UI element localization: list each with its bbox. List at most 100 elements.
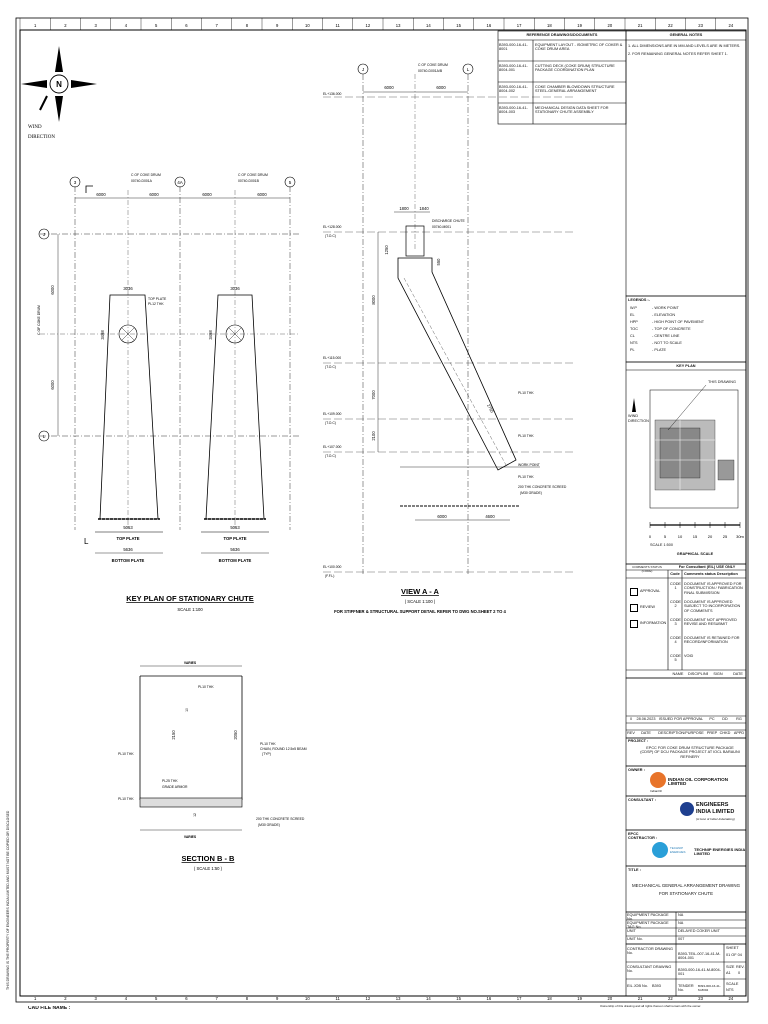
kp-dim-3036-l: 3036 bbox=[123, 286, 133, 291]
va-grid-l: L bbox=[467, 67, 470, 72]
kp-top-plate-r: TOP PLATE bbox=[223, 536, 246, 541]
info-row-value: 007 bbox=[678, 937, 685, 941]
va-el-2-sub: (T.O.C) bbox=[325, 234, 336, 238]
status-checkbox[interactable] bbox=[630, 604, 638, 612]
key-plan-direction: DIRECTION bbox=[628, 419, 649, 423]
kp-bottom-plate-l: BOTTOM PLATE bbox=[112, 558, 145, 563]
column-number-bottom: 20 bbox=[608, 996, 613, 1001]
kp-dim-1: 6000 bbox=[96, 192, 106, 197]
sb-chain3: (TYP) bbox=[262, 752, 271, 756]
status-code-desc: DOCUMENT NOT APPROVED REVISE AND RESUBMI… bbox=[684, 618, 737, 627]
sb-screed2: (M30 GRADE) bbox=[258, 823, 280, 827]
column-number-bottom: 10 bbox=[305, 996, 310, 1001]
column-number-bottom: 21 bbox=[638, 996, 643, 1001]
va-dim-v-3: 2100 bbox=[371, 431, 376, 441]
legend-desc: - CENTRE LINE bbox=[652, 334, 680, 338]
direction-label: DIRECTION bbox=[28, 135, 55, 140]
size-label: SIZE bbox=[726, 965, 735, 969]
sb-pl-note2: PL10 THK bbox=[118, 752, 134, 756]
va-el-6: EL+100.000 bbox=[323, 565, 341, 569]
scale-tick-label: 20 bbox=[708, 534, 713, 539]
owner-name: INDIAN OIL CORPORATION LIMITED bbox=[668, 778, 729, 787]
column-number-bottom: 12 bbox=[366, 996, 371, 1001]
va-dim-4600: 4600 bbox=[485, 514, 495, 519]
info-row-value: DELAYED COKER UNIT bbox=[678, 929, 720, 933]
va-dim-6000: 6000 bbox=[437, 514, 447, 519]
section-b-drawing: VARIES VARIES 2150 2050 10 12 PL10 THK P… bbox=[118, 661, 307, 871]
column-number-bottom: 13 bbox=[396, 996, 401, 1001]
status-option-label: APPROVAL bbox=[640, 589, 661, 593]
va-el-5-sub: (T.O.C) bbox=[325, 454, 336, 458]
column-number-top: 22 bbox=[668, 23, 673, 28]
legends-header: LEGENDS :- bbox=[628, 298, 650, 302]
va-el-5: EL+107.000 bbox=[323, 445, 341, 449]
key-plan-graphical: GRAPHICAL SCALE bbox=[676, 552, 714, 556]
column-number-top: 20 bbox=[608, 23, 613, 28]
kp-coke-drum-1: C OF COKE DRUM bbox=[131, 173, 161, 177]
kp-dim-4: 6000 bbox=[257, 192, 267, 197]
va-el-1: EL+136.000 bbox=[323, 92, 341, 96]
legend-desc: - PLATE bbox=[652, 348, 667, 352]
rev-cell: DD bbox=[722, 717, 728, 721]
info-row-label: EQUIPMENT PACKAGE TAG No. bbox=[627, 921, 669, 930]
status-checkbox[interactable] bbox=[630, 588, 638, 596]
key-plan-wind: WIND bbox=[628, 414, 639, 418]
scale-tick-label: 15 bbox=[693, 534, 698, 539]
va-coke-drum-tag: 00740-D001A/B bbox=[418, 69, 443, 73]
column-number-bottom: 24 bbox=[729, 996, 734, 1001]
status-option-label: REVIEW bbox=[640, 605, 655, 609]
column-number-top: 6 bbox=[185, 23, 188, 28]
status-code: CODE 1 bbox=[670, 582, 681, 591]
kp-coke-drum-2: C OF COKE DRUM bbox=[238, 173, 268, 177]
kp-top-plate-note: TOP PLATE bbox=[148, 297, 167, 301]
status-desc-header: Comments status Description bbox=[684, 572, 738, 576]
consultant-name: ENGINEERS bbox=[696, 802, 729, 808]
rev-cell: PC bbox=[709, 717, 715, 721]
column-number-top: 10 bbox=[305, 23, 310, 28]
title-label: TITLE : bbox=[628, 868, 641, 872]
status-consultant: For Consultant (EIL) USE ONLY bbox=[678, 565, 736, 569]
va-dim-v-1: 8000 bbox=[371, 295, 376, 305]
va-screed2: (M30 GRADE) bbox=[520, 491, 542, 495]
column-number-bottom: 17 bbox=[517, 996, 522, 1001]
tender-no: B393-000-16-41-M-8004 bbox=[698, 984, 721, 993]
scale-val: NTS bbox=[726, 988, 734, 992]
legend-abbr: W.P bbox=[630, 306, 637, 310]
key-plan-scale-label: SCALE 1:500 bbox=[650, 543, 674, 547]
sb-grade: PL25 THK bbox=[162, 779, 178, 783]
consultant-dwg-label: CONSULTANT DRAWING No. bbox=[627, 965, 672, 974]
column-number-bottom: 5 bbox=[155, 996, 158, 1001]
view-a-note: FOR STIFFNER & STRUCTURAL SUPPORT DETAIL… bbox=[334, 609, 506, 614]
ref-doc-2-title: CUTTING DECK (COKE DRUM) STRUCTURE PACKA… bbox=[535, 64, 615, 73]
key-plan-scale: SCALE 1:100 bbox=[177, 607, 203, 612]
rev-col-header: CHKD bbox=[719, 731, 731, 735]
column-number-bottom: 7 bbox=[215, 996, 218, 1001]
column-number-bottom: 11 bbox=[335, 996, 340, 1001]
info-row-label: EQUIPMENT PACKAGE No. bbox=[627, 913, 669, 922]
ref-doc-3-no: B393-000-16-41-8004-002 bbox=[499, 85, 528, 94]
key-plan-title: KEY PLAN OF STATIONARY CHUTE bbox=[126, 594, 254, 603]
ref-doc-4-title: MECHANICAL DESIGN DATA SHEET FOR STATION… bbox=[535, 106, 609, 115]
kp-dim-3498-r: 3498 bbox=[208, 330, 213, 340]
va-screed: 200 THK CONCRETE SCREED bbox=[518, 485, 567, 489]
scale-tick-label: 0 bbox=[649, 534, 652, 539]
column-number-bottom: 14 bbox=[426, 996, 431, 1001]
iocl-logo bbox=[650, 772, 666, 788]
general-notes-header: GENERAL NOTES bbox=[669, 33, 703, 37]
tender-label: TENDER No. bbox=[678, 984, 694, 993]
status-left-header: COMMENTS STATUS (CODE) bbox=[632, 565, 662, 574]
scale-tick-label: 25 bbox=[723, 534, 728, 539]
rev-col-header: PREP bbox=[706, 731, 718, 735]
technip-logo-text: TECHNIP ENERGIES bbox=[670, 846, 686, 855]
rev-no: 0 bbox=[738, 971, 741, 975]
status-checkbox[interactable] bbox=[630, 620, 638, 628]
kp-top-plate-note2: PL12 THK bbox=[148, 302, 164, 306]
column-number-bottom: 1 bbox=[34, 996, 37, 1001]
kp-marker-l: L bbox=[84, 537, 89, 546]
north-letter: N bbox=[56, 80, 62, 89]
north-arrow: N WIND DIRECTION bbox=[21, 46, 97, 140]
sb-pl-note3: PL10 THK bbox=[118, 797, 134, 801]
size-val: A1 bbox=[726, 971, 731, 975]
scale-tick-label: 10 bbox=[678, 534, 683, 539]
